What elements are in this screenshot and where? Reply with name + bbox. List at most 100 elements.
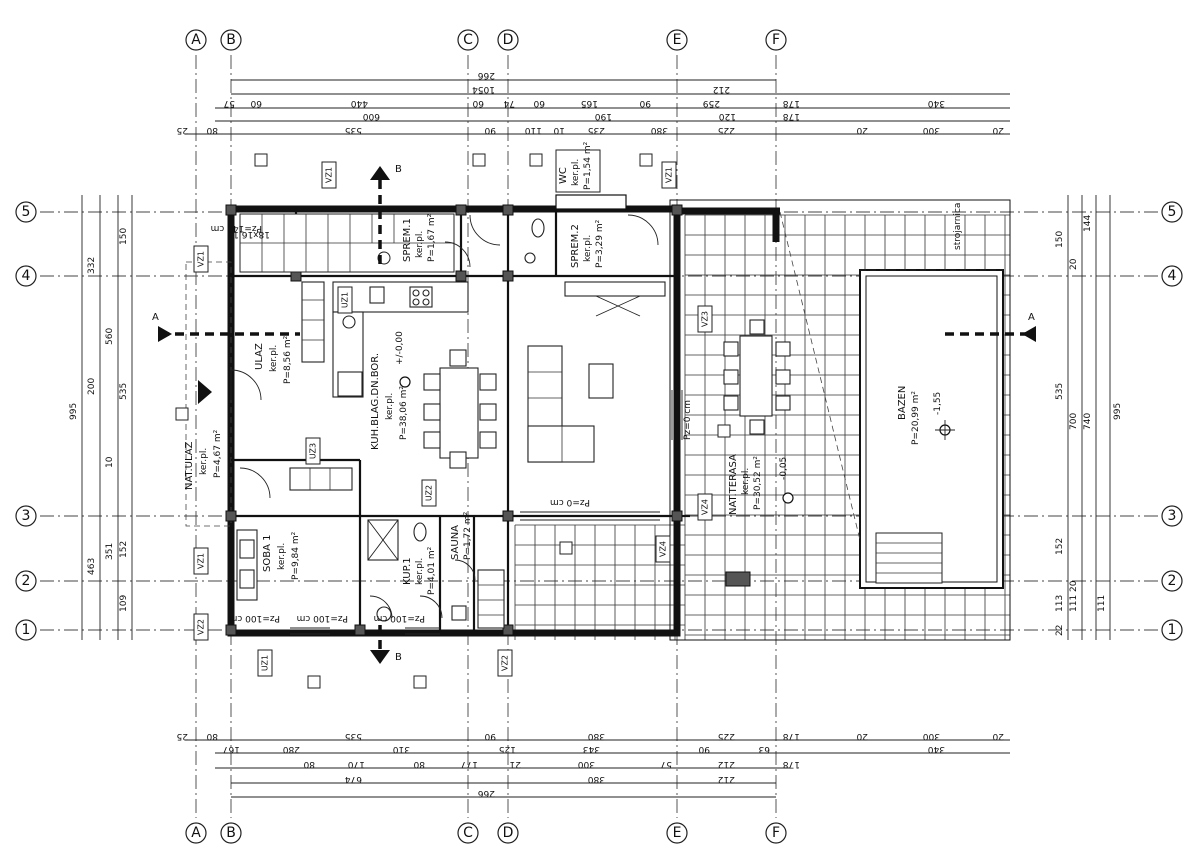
- room-nat-ulaz: NAT.ULAZ ker.pl. P=4,67 m²: [184, 429, 223, 490]
- svg-text:A: A: [191, 32, 201, 48]
- svg-text:165: 165: [581, 98, 598, 108]
- svg-text:535: 535: [345, 731, 362, 741]
- tag-vz3: VZ3: [697, 305, 713, 333]
- svg-text:Pz=140 cm: Pz=140 cm: [211, 223, 262, 233]
- svg-text:C: C: [463, 32, 473, 48]
- marker-squares: [175, 153, 731, 689]
- svg-text:ker.pl.: ker.pl.: [741, 468, 751, 495]
- svg-text:25: 25: [177, 125, 188, 135]
- svg-text:VZ3: VZ3: [701, 311, 710, 327]
- svg-text:340: 340: [928, 98, 945, 108]
- svg-text:280: 280: [283, 744, 300, 754]
- svg-text:60: 60: [472, 98, 484, 108]
- svg-text:200: 200: [87, 378, 97, 395]
- svg-text:300: 300: [578, 759, 595, 769]
- svg-text:310: 310: [393, 744, 410, 754]
- svg-text:60: 60: [533, 98, 545, 108]
- entry-arrow: [198, 380, 212, 404]
- svg-text:150: 150: [119, 228, 129, 245]
- svg-text:259: 259: [703, 98, 720, 108]
- opening-notes: Pz=100 cm Pz=100 cm Pz=100 cm Pz=140 cm …: [211, 223, 693, 623]
- svg-text:Pz=0 cm: Pz=0 cm: [550, 497, 590, 507]
- svg-text:B: B: [395, 652, 402, 663]
- vertical-axis-lines: [195, 55, 777, 818]
- svg-text:ker.pl.: ker.pl.: [199, 448, 209, 475]
- svg-text:1: 1: [22, 622, 31, 638]
- svg-text:225: 225: [718, 125, 735, 135]
- svg-text:177: 177: [461, 759, 478, 769]
- columns: [225, 204, 751, 636]
- svg-text:VZ1: VZ1: [197, 553, 206, 569]
- svg-text:Pz=100 cm: Pz=100 cm: [229, 613, 280, 623]
- svg-text:P=3,29 m²: P=3,29 m²: [595, 219, 605, 268]
- svg-text:20: 20: [856, 731, 868, 741]
- svg-text:212: 212: [713, 84, 730, 94]
- svg-text:SAUNA: SAUNA: [450, 525, 461, 560]
- svg-text:Pz=100 cm: Pz=100 cm: [374, 613, 425, 623]
- svg-text:351: 351: [105, 543, 115, 560]
- svg-text:80: 80: [413, 759, 425, 769]
- svg-text:SOBA 1: SOBA 1: [262, 535, 273, 572]
- main-level: +/-0,00: [395, 331, 405, 365]
- svg-text:178: 178: [783, 731, 800, 741]
- terrace-boundary: [669, 199, 1011, 641]
- svg-text:SPREM.1: SPREM.1: [402, 218, 413, 262]
- axis-markers-bottom: A B C D E F: [185, 822, 787, 844]
- svg-text:Pz=100 cm: Pz=100 cm: [297, 613, 348, 623]
- room-sauna: SAUNA P=1,72 m²: [450, 511, 473, 560]
- svg-text:Pz=0 cm: Pz=0 cm: [683, 400, 693, 440]
- room-kitchen: KUH.BLAG.DN.BOR. ker.pl. P=38,06 m² +/-0…: [370, 331, 411, 450]
- svg-text:ker.pl.: ker.pl.: [269, 345, 279, 372]
- svg-text:111: 111: [1097, 595, 1107, 612]
- svg-text:90: 90: [484, 125, 496, 135]
- section-a-left-arrow: [158, 326, 172, 342]
- svg-text:380: 380: [651, 125, 668, 135]
- svg-text:E: E: [673, 825, 682, 841]
- svg-text:4: 4: [22, 268, 31, 284]
- svg-text:ker.pl.: ker.pl.: [385, 393, 395, 420]
- svg-text:ker.pl.: ker.pl.: [415, 558, 425, 585]
- kitchen-counter: [332, 281, 469, 313]
- section-a-right-arrow: [1022, 326, 1036, 342]
- pool-level: -1,55: [933, 392, 943, 415]
- fireplace: [564, 281, 666, 297]
- svg-text:190: 190: [595, 111, 612, 121]
- svg-text:A: A: [191, 825, 201, 841]
- svg-text:674: 674: [345, 774, 362, 784]
- axis-markers-right: 5 4 3 2 1: [1161, 201, 1183, 641]
- windows: [290, 390, 683, 635]
- coffee-table: [588, 363, 614, 399]
- room-soba: SOBA 1 ker.pl. P=9,84 m²: [262, 531, 301, 580]
- svg-text:80: 80: [303, 759, 315, 769]
- svg-text:150: 150: [1055, 231, 1065, 248]
- doors: [198, 214, 659, 619]
- svg-text:3: 3: [22, 508, 31, 524]
- pool-area: P=20,99 m²: [911, 391, 921, 445]
- strojarnica-label: strojarnica: [953, 203, 963, 250]
- toilet: [413, 522, 427, 542]
- svg-text:995: 995: [69, 403, 79, 420]
- svg-text:20: 20: [992, 125, 1004, 135]
- left-dimension-chains: 995 332 200 463 150 560 535 10 351 152 1…: [69, 195, 133, 640]
- svg-text:332: 332: [87, 257, 97, 274]
- svg-text:63: 63: [759, 744, 770, 754]
- svg-text:57: 57: [661, 759, 672, 769]
- svg-text:P=1,67 m²: P=1,67 m²: [427, 213, 437, 262]
- tag-vz2-bottom: VZ2: [497, 649, 513, 677]
- svg-text:300: 300: [923, 125, 940, 135]
- svg-text:ker.pl.: ker.pl.: [415, 231, 425, 258]
- svg-text:D: D: [503, 825, 514, 841]
- svg-text:UZ1: UZ1: [341, 292, 350, 308]
- svg-text:110: 110: [525, 125, 542, 135]
- svg-text:125: 125: [499, 744, 516, 754]
- svg-text:1054: 1054: [472, 84, 495, 94]
- svg-text:KUH.BLAG.DN.BOR.: KUH.BLAG.DN.BOR.: [370, 353, 381, 450]
- svg-text:2: 2: [22, 573, 31, 589]
- svg-text:NAT.ULAZ: NAT.ULAZ: [184, 441, 195, 490]
- svg-text:212: 212: [718, 774, 735, 784]
- pool: BAZEN P=20,99 m² -1,55 strojarnica: [859, 203, 1004, 589]
- sauna-bench: [477, 569, 505, 629]
- svg-text:UZ3: UZ3: [309, 443, 318, 459]
- svg-text:2: 2: [1168, 573, 1177, 589]
- svg-text:P=38,06 m²: P=38,06 m²: [399, 386, 409, 440]
